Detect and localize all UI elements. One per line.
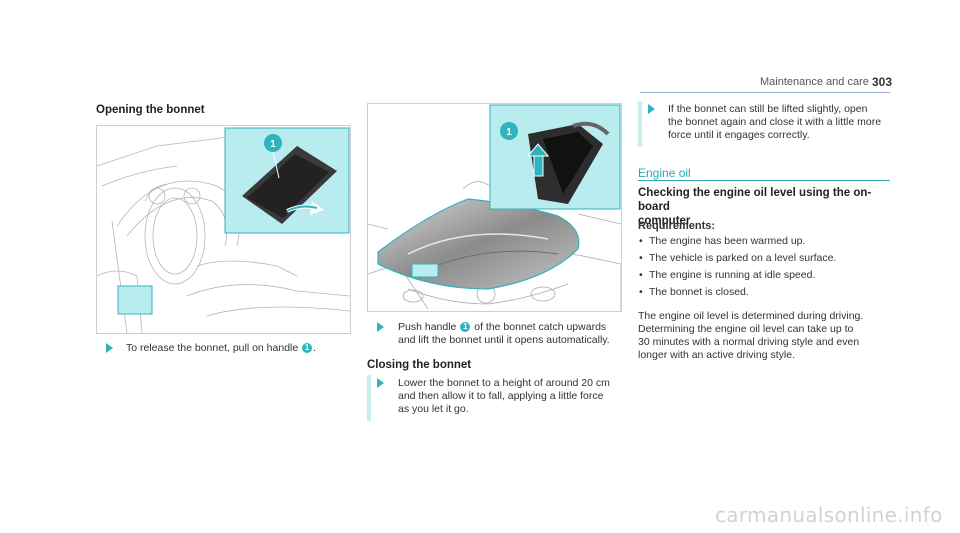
push-step-line: and lift the bonnet until it opens autom… xyxy=(398,334,610,346)
engine-oil-heading-line: computer xyxy=(638,215,691,227)
step-arrow-icon xyxy=(377,322,384,332)
opening-step-end: . xyxy=(313,342,317,354)
requirement-item: The vehicle is parked on a level surface… xyxy=(638,252,890,265)
closing-line: as you let it go. xyxy=(398,403,469,415)
interior-illustration: 1 xyxy=(96,125,351,334)
requirements-list: The engine has been warmed up. The vehic… xyxy=(638,235,890,303)
section-rule xyxy=(638,180,890,181)
requirements-label: Requirements: xyxy=(638,220,716,232)
lift-note-callout-bar xyxy=(638,101,642,147)
requirement-item: The engine has been warmed up. xyxy=(638,235,890,248)
closing-heading: Closing the bonnet xyxy=(367,359,472,371)
lift-note-line: If the bonnet can still be lifted slight… xyxy=(668,103,868,115)
opening-step: To release the bonnet, pull on handle 1. xyxy=(126,342,356,355)
push-step-text: Push handle xyxy=(398,321,457,333)
opening-step-text: To release the bonnet, pull on handle xyxy=(126,342,299,354)
opening-heading: Opening the bonnet xyxy=(96,104,205,116)
engine-oil-heading-line: Checking the engine oil level using the … xyxy=(638,187,872,213)
lift-note-line: the bonnet again and close it with a lit… xyxy=(668,116,882,128)
site-watermark: carmanualsonline.info xyxy=(715,503,943,527)
handle-location-marker xyxy=(117,285,153,315)
lift-note: If the bonnet can still be lifted slight… xyxy=(668,103,898,142)
push-step-text-2: of the bonnet catch upwards xyxy=(474,321,607,333)
lift-note-line: force until it engages correctly. xyxy=(668,129,810,141)
engine-oil-body-line: The engine oil level is determined durin… xyxy=(638,310,864,322)
engine-oil-body-line: longer with an active driving style. xyxy=(638,349,795,361)
step-arrow-icon xyxy=(648,104,655,114)
engine-oil-body-line: Determining the engine oil level can tak… xyxy=(638,323,854,335)
closing-step: Lower the bonnet to a height of around 2… xyxy=(398,377,628,416)
header-rule xyxy=(640,92,890,93)
hood-illustration: 1 xyxy=(367,103,622,312)
catch-location-marker xyxy=(411,263,439,278)
page-number: 303 xyxy=(872,75,893,89)
interior-drawing: 1 xyxy=(97,127,350,333)
closing-line: Lower the bonnet to a height of around 2… xyxy=(398,377,610,389)
bonnet-shape xyxy=(377,198,580,290)
engine-oil-body: The engine oil level is determined durin… xyxy=(638,310,890,362)
closing-callout-bar xyxy=(367,375,371,421)
closing-line: and then allow it to fall, applying a li… xyxy=(398,390,604,402)
engine-oil-body-line: 30 minutes with a normal driving style a… xyxy=(638,336,860,348)
hood-drawing: 1 xyxy=(368,104,621,311)
running-header-title: Maintenance and care xyxy=(760,76,869,88)
requirement-item: The bonnet is closed. xyxy=(638,286,890,299)
step-arrow-icon xyxy=(106,343,113,353)
step-arrow-icon xyxy=(377,378,384,388)
callout-1-icon: 1 xyxy=(460,322,471,332)
callout-1-label: 1 xyxy=(270,139,276,150)
section-title-engine-oil: Engine oil xyxy=(638,166,691,180)
callout-1-label-hood: 1 xyxy=(506,127,512,138)
requirement-item: The engine is running at idle speed. xyxy=(638,269,890,282)
callout-1-icon: 1 xyxy=(302,343,313,353)
engine-oil-heading: Checking the engine oil level using the … xyxy=(638,186,890,228)
push-step: Push handle 1 of the bonnet catch upward… xyxy=(398,321,628,347)
